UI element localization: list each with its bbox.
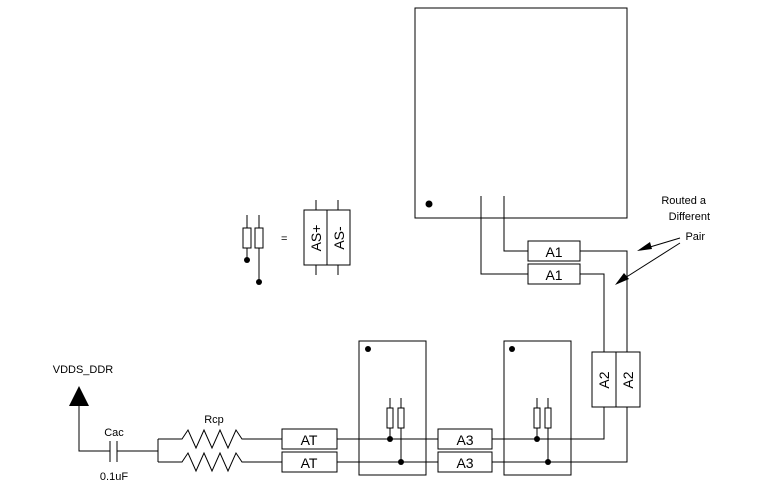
a1-top-label: A1 [545, 244, 562, 260]
a3-bottom-label: A3 [456, 455, 473, 471]
chip2-pin1-dot [509, 346, 515, 352]
note-arrowhead-2 [615, 273, 629, 285]
a2-to-bus-traces [572, 407, 628, 463]
routed-note-line-2: Different [669, 211, 710, 223]
a2-left-label: A2 [596, 371, 612, 388]
at-bottom-label: AT [301, 455, 318, 471]
chip1-termination [386, 398, 405, 465]
a3-segment-bottom [437, 451, 493, 473]
a3-segment-group: A3 A3 [437, 428, 493, 473]
a1-to-a2-traces [580, 250, 628, 352]
equals-sign: = [281, 233, 287, 245]
routed-note-line-1: Routed a [661, 195, 707, 207]
vdds-supply: VDDS_DDR [53, 364, 114, 406]
routed-note: Routed a Different Pair [615, 195, 710, 285]
pin1-dot [425, 200, 433, 208]
legend: = AS+ AS- [242, 200, 351, 285]
vdds-label: VDDS_DDR [53, 364, 114, 376]
a1-bottom-label: A1 [545, 267, 562, 283]
a2-segment-group: A2 A2 [591, 351, 641, 408]
as-minus-label: AS- [331, 226, 347, 250]
controller-chip [414, 7, 628, 219]
chip2-termination [533, 398, 552, 465]
rcp-resistors [157, 428, 282, 473]
chip1-pin1-dot [365, 346, 371, 352]
legend-termination-symbol [242, 215, 264, 285]
as-plus-label: AS+ [308, 225, 324, 252]
as-block: AS+ AS- [303, 200, 351, 275]
cac-label: Cac [104, 427, 124, 439]
a1-segment-group: A1 A1 [527, 240, 581, 285]
cac-value-label: 0.1uF [100, 471, 128, 483]
a3-segment-top [437, 428, 493, 450]
a3-top-label: A3 [456, 432, 473, 448]
routed-note-line-3: Pair [685, 231, 705, 243]
note-arrowhead-1 [637, 242, 652, 251]
rcp-label: Rcp [204, 414, 224, 426]
cac-capacitor [78, 406, 158, 462]
at-segment-group: AT AT [281, 428, 338, 473]
a2-right-label: A2 [620, 371, 636, 388]
controller-traces [480, 196, 528, 275]
supply-arrow-icon [69, 386, 89, 406]
at-top-label: AT [301, 432, 318, 448]
